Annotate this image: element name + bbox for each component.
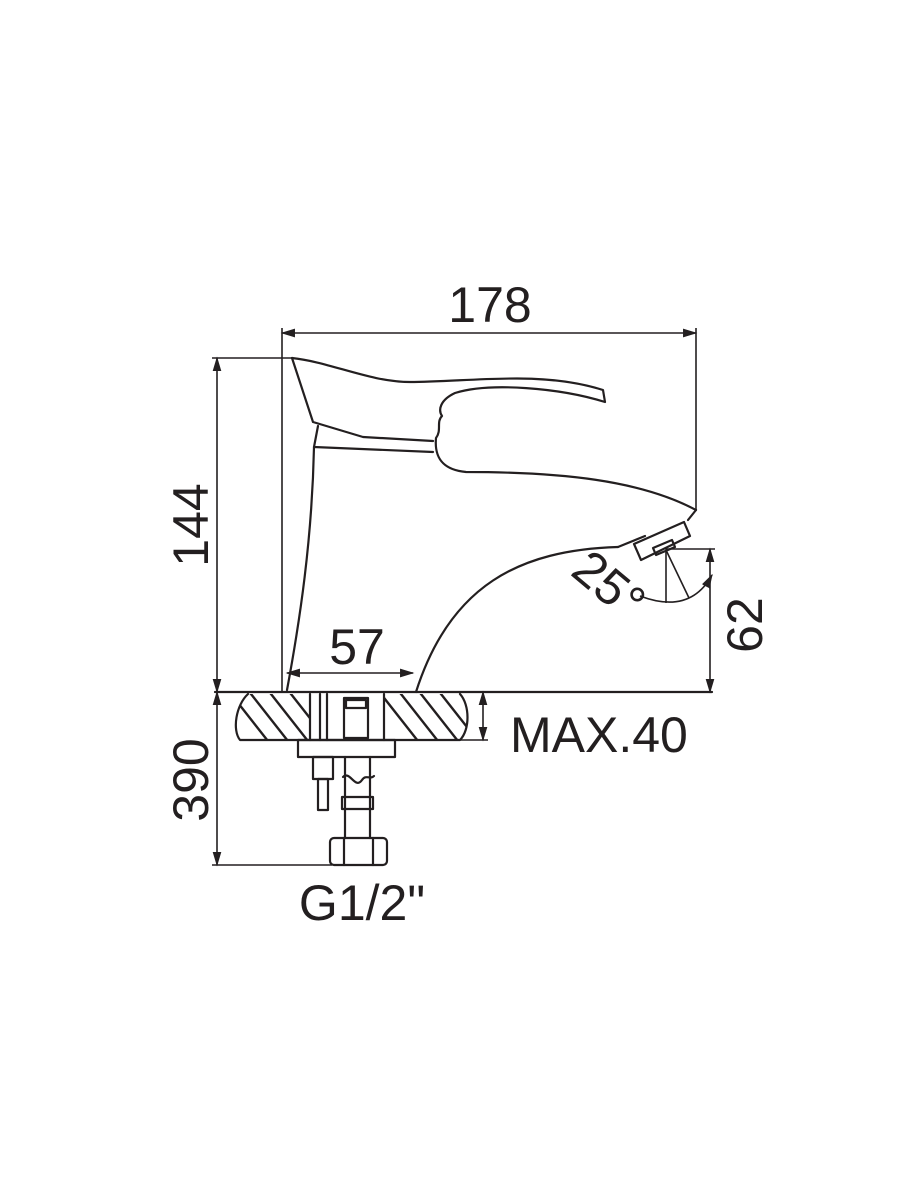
- dimension-label-144: 144: [163, 483, 219, 566]
- aerator: [632, 520, 692, 562]
- dimension-hose-length: 390: [163, 690, 332, 867]
- mounting-plate: [296, 738, 397, 759]
- dimension-spout-clearance: 62: [665, 547, 773, 694]
- dimension-overall-length: 178: [280, 277, 698, 692]
- dimension-label-62: 62: [717, 597, 773, 653]
- dimension-label-57: 57: [329, 619, 385, 675]
- dimension-height: 144: [163, 356, 292, 694]
- dimension-label-390: 390: [163, 738, 219, 821]
- supply-hose: [328, 755, 389, 867]
- hex-nut: [328, 836, 389, 867]
- mounting-bolt: [311, 755, 335, 781]
- counter-section: [234, 692, 469, 867]
- dimension-label-max-40: MAX.40: [510, 707, 688, 763]
- thread-size-label: G1/2": [299, 875, 425, 931]
- dimension-max-counter: MAX.40: [450, 690, 688, 763]
- dimension-base-width: 57: [285, 619, 415, 678]
- faucet-outline: [285, 356, 698, 694]
- dimension-label-178: 178: [448, 277, 531, 333]
- dimension-label-25-degrees: 25°: [562, 539, 656, 631]
